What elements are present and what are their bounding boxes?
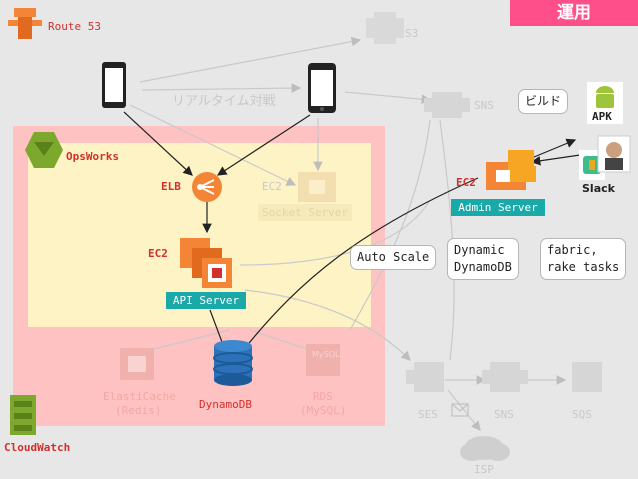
slack-label: Slack <box>582 182 615 195</box>
ec2-admin-icon <box>486 150 536 190</box>
cloudwatch-label: CloudWatch <box>4 441 71 454</box>
build-callout: ビルド <box>518 89 569 114</box>
route53-label: Route 53 <box>48 20 101 33</box>
sns-bottom-label: SNS <box>494 408 514 421</box>
fabric-callout: fabric, rake tasks <box>540 238 627 280</box>
mail-icon <box>451 403 469 417</box>
fabric-line-2: rake tasks <box>547 260 620 274</box>
s3-icon <box>366 12 404 44</box>
phone-right-icon <box>308 63 336 113</box>
opsworks-label: OpsWorks <box>66 150 119 163</box>
s3-label: S3 <box>405 27 419 40</box>
ec2-socket-icon <box>298 172 336 202</box>
dynamodb-label: DynamoDB <box>199 398 252 411</box>
ses-label: SES <box>418 408 438 421</box>
elasticache-label-1: ElastiCache <box>103 390 176 403</box>
elasticache-label-2: (Redis) <box>115 404 162 417</box>
ses-icon <box>406 362 444 392</box>
rds-label-2: (MySQL) <box>300 404 347 417</box>
sqs-label: SQS <box>572 408 592 421</box>
sns-top-label: SNS <box>474 99 494 112</box>
dynamic-line-2: DynamoDB <box>454 260 512 274</box>
isp-cloud-icon <box>460 436 510 461</box>
elb-label: ELB <box>161 180 181 193</box>
apk-label: APK <box>592 110 612 123</box>
rds-label-1: RDS <box>313 390 333 403</box>
elasticache-icon <box>120 348 154 380</box>
ec2-admin-label: EC2 <box>456 176 476 189</box>
isp-label: ISP <box>474 463 494 476</box>
dynamic-dynamodb-callout: Dynamic DynamoDB <box>447 238 519 280</box>
sns-bottom-icon <box>482 362 528 392</box>
sqs-icon <box>572 362 602 392</box>
realtime-label: リアルタイム対戦 <box>172 94 276 109</box>
cloudwatch-icon <box>10 395 36 435</box>
elb-icon <box>192 172 222 202</box>
admin-server-tag: Admin Server <box>451 199 545 216</box>
dynamic-line-1: Dynamic <box>454 243 505 257</box>
ec2-socket-label: EC2 <box>262 180 282 193</box>
auto-scale-callout: Auto Scale <box>350 245 437 270</box>
fabric-line-1: fabric, <box>547 243 598 257</box>
ec2-api-icon <box>180 238 232 288</box>
android-apk-icon <box>587 82 623 124</box>
phone-left-icon <box>102 62 126 108</box>
ec2-api-label: EC2 <box>148 247 168 260</box>
avatar-icon <box>597 135 631 173</box>
socket-server-tag: Socket Server <box>258 204 352 221</box>
operations-badge: 運用 <box>510 0 638 26</box>
rds-icon <box>306 344 340 376</box>
dynamodb-icon <box>213 340 253 386</box>
mysql-icon-text: MySQL <box>312 350 340 359</box>
sns-top-icon <box>424 92 470 118</box>
opsworks-icon <box>25 132 63 168</box>
route53-icon <box>8 8 42 39</box>
api-server-tag: API Server <box>166 292 246 309</box>
